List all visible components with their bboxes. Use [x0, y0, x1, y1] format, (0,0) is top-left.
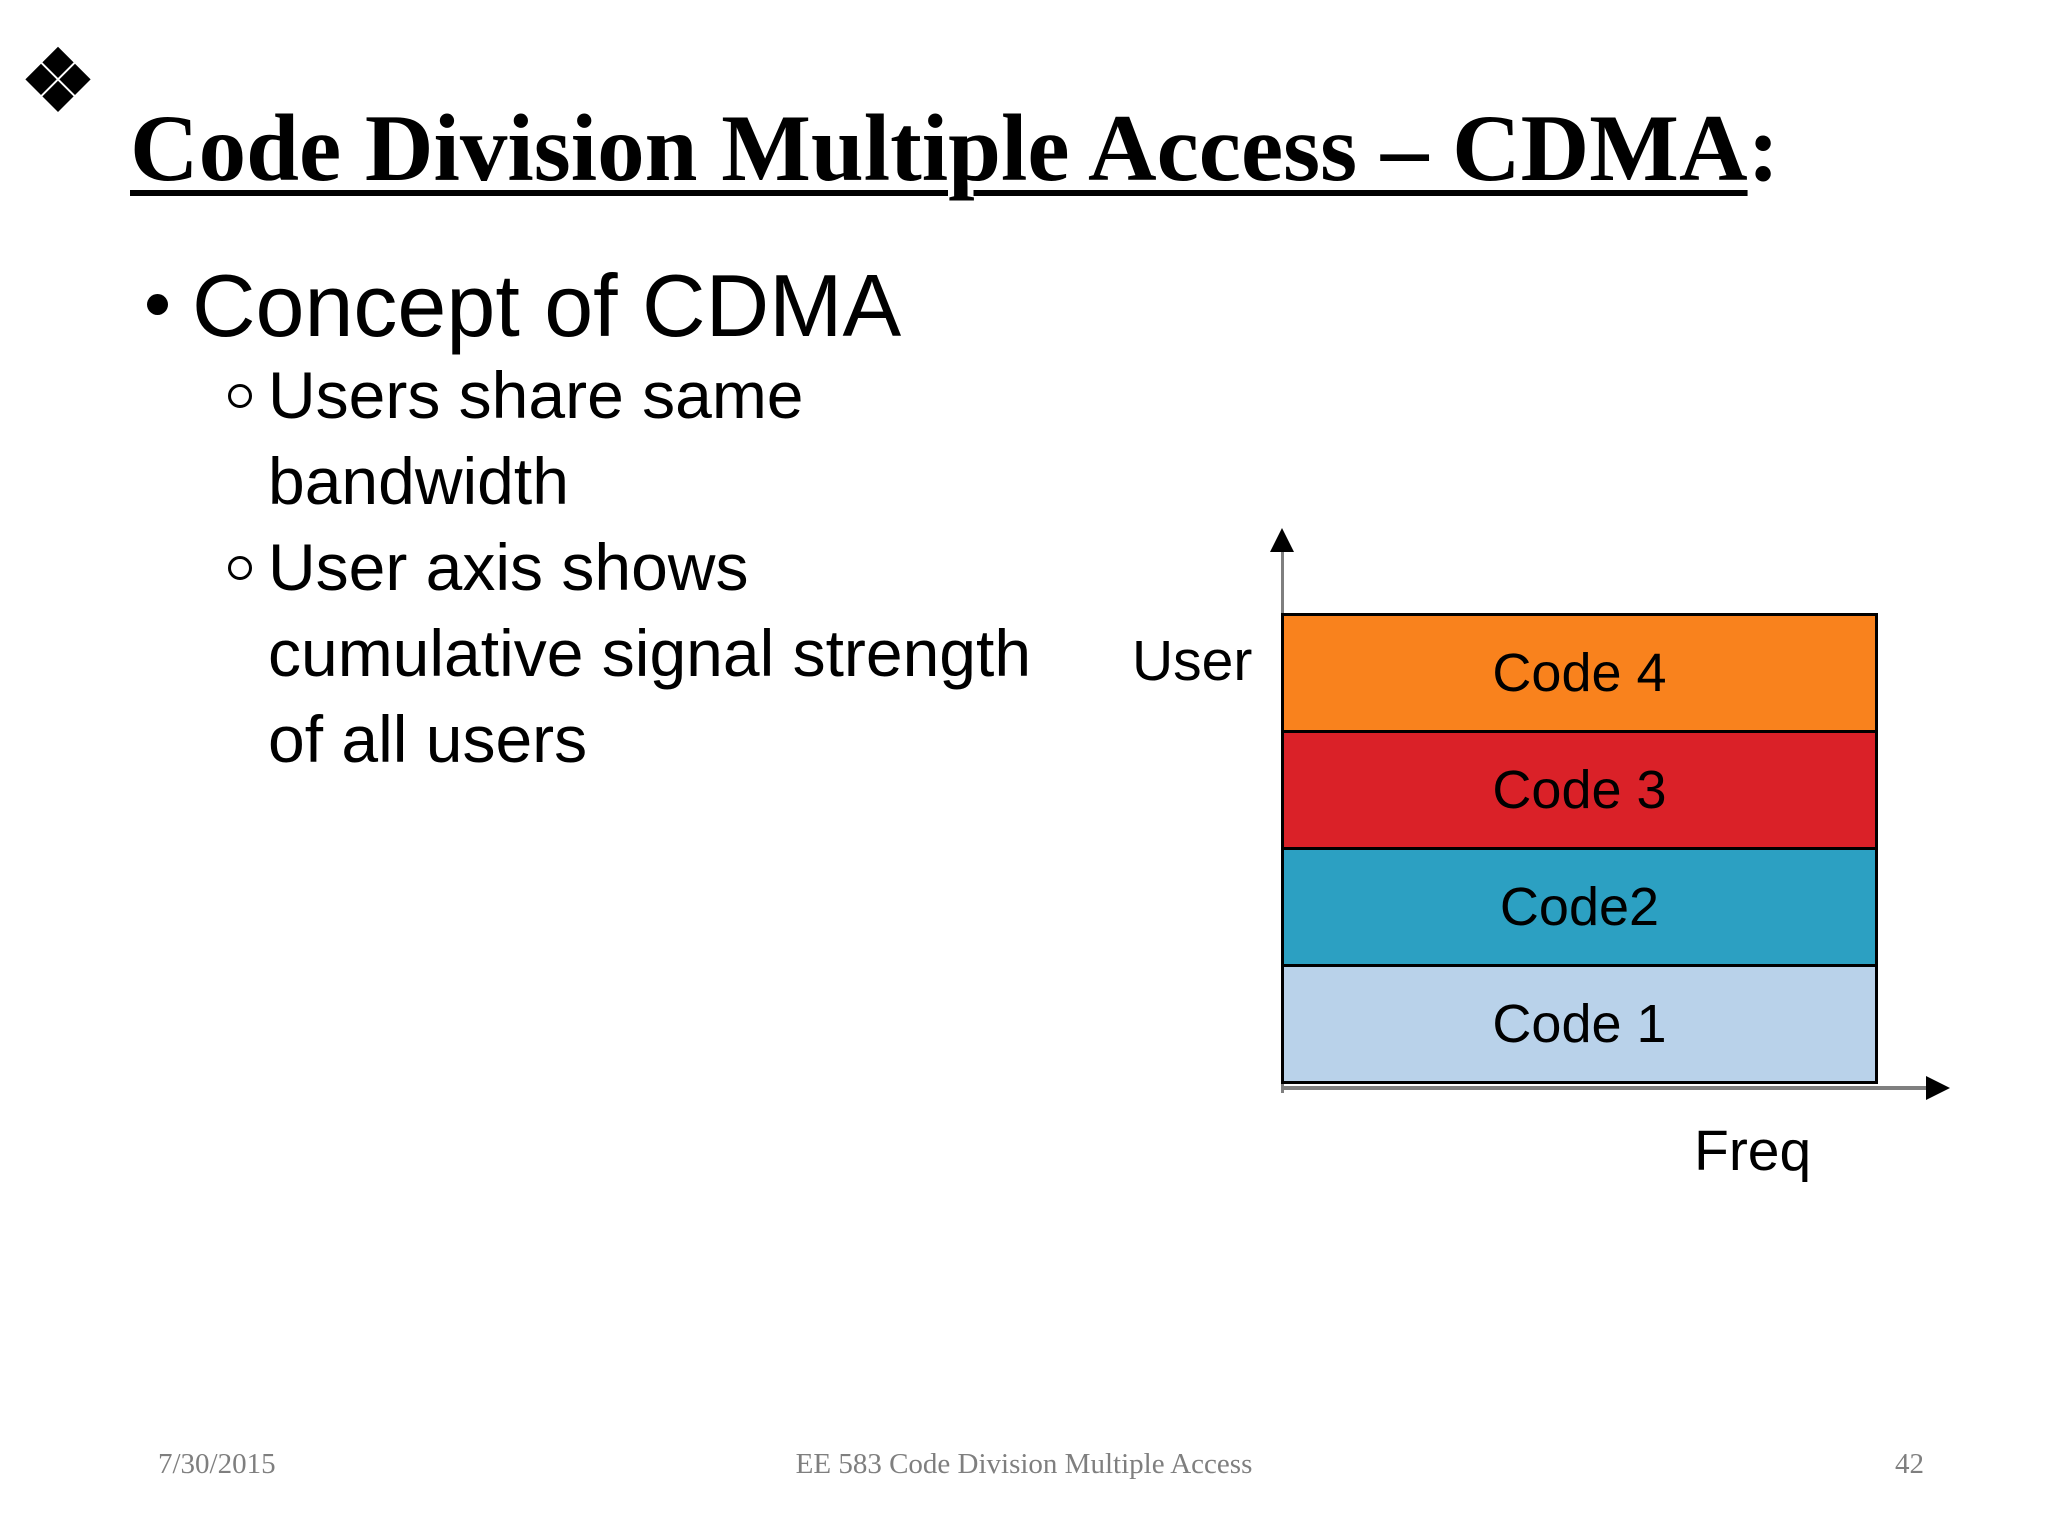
code-4-label: Code 4 [1492, 643, 1667, 703]
y-axis-arrowhead-icon [1270, 528, 1294, 552]
footer-course-title: EE 583 Code Division Multiple Access [795, 1448, 1253, 1480]
code-1-box: Code 1 [1281, 964, 1878, 1084]
footer-page-number: 42 [1895, 1448, 1924, 1480]
bullet-level1-text: Concept of CDMA [192, 256, 902, 355]
bullet-level2-item: User axis shows cumulative signal streng… [268, 524, 1031, 782]
code-3-label: Code 3 [1492, 760, 1667, 820]
code-1-label: Code 1 [1492, 994, 1667, 1054]
slide-title-text: Code Division Multiple Access – CDMA [130, 94, 1748, 201]
level2-bullet-circle-icon [228, 384, 252, 408]
code-2-box: Code2 [1281, 847, 1878, 967]
slide-title-colon: : [1747, 94, 1780, 201]
code-channel-stack: Code 4 Code 3 Code2 Code 1 [1281, 613, 1878, 1084]
level2-bullet-circle-icon [228, 556, 252, 580]
x-axis-line [1281, 1086, 1929, 1090]
x-axis-arrowhead-icon [1926, 1076, 1950, 1100]
x-axis-label: Freq [1694, 1119, 1812, 1183]
four-diamonds-bullet-icon [25, 46, 91, 112]
slide-title: Code Division Multiple Access – CDMA: [130, 94, 1779, 203]
code-2-label: Code2 [1499, 877, 1660, 937]
level1-bullet-dot-icon [147, 294, 168, 315]
footer-date: 7/30/2015 [158, 1448, 276, 1480]
slide-footer: 7/30/2015 EE 583 Code Division Multiple … [0, 1448, 2048, 1488]
code-3-box: Code 3 [1281, 730, 1878, 850]
bullet-line: cumulative signal strength [268, 616, 1032, 690]
code-4-box: Code 4 [1281, 613, 1878, 733]
bullet-level2-item: Users share same bandwidth [268, 352, 804, 524]
bullet-line: of all users [268, 702, 588, 776]
y-axis-label: User [1132, 629, 1253, 693]
bullet-line: User axis shows [268, 530, 749, 604]
bullet-line: bandwidth [268, 444, 569, 518]
bullet-line: Users share same [268, 358, 804, 432]
